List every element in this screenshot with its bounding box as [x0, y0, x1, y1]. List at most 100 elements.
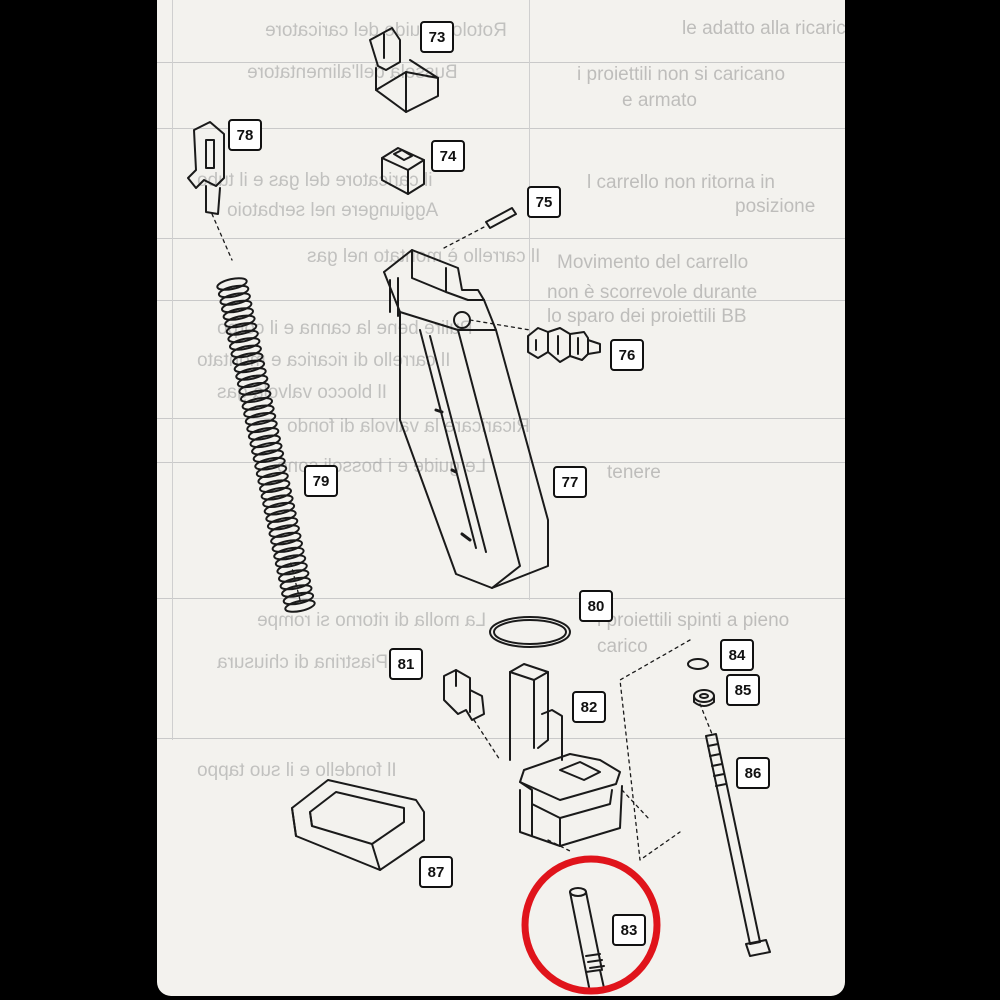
spring-coil	[232, 352, 264, 366]
part-label-81: 81	[389, 648, 423, 680]
part-number: 75	[536, 194, 553, 211]
spring-coil	[258, 479, 291, 494]
part-85-drawing	[693, 689, 715, 707]
spring-coil	[224, 314, 256, 329]
part-83-drawing	[569, 887, 605, 993]
spring-coil	[220, 299, 253, 314]
spring-coil	[277, 569, 310, 583]
part-80-drawing	[489, 616, 571, 648]
part-number: 83	[621, 922, 638, 939]
spring-coil	[260, 486, 293, 501]
part-73-drawing	[369, 27, 439, 113]
spring-coil	[257, 471, 289, 486]
spring-coil	[251, 441, 283, 456]
spring-coil	[244, 411, 277, 426]
ghost-line: tenere	[607, 462, 661, 483]
part-number: 74	[440, 148, 457, 165]
spring-coil	[216, 277, 248, 291]
spring-coil	[233, 359, 266, 374]
part-label-86: 86	[736, 757, 770, 789]
part-75-drawing	[443, 207, 517, 249]
spring-coil	[247, 426, 280, 441]
spring-coil	[255, 464, 288, 479]
ghost-line: posizione	[735, 196, 816, 217]
part-number: 85	[735, 682, 752, 699]
spring-coil	[276, 561, 308, 576]
part-number: 73	[429, 29, 446, 46]
part-86-drawing	[705, 733, 771, 957]
part-79-drawing	[216, 277, 316, 613]
part-number: 81	[398, 656, 415, 673]
spring-coil	[219, 292, 251, 306]
part-number: 77	[562, 474, 579, 491]
part-number: 84	[729, 647, 746, 664]
part-label-84: 84	[720, 639, 754, 671]
ghost-line: carico	[597, 636, 648, 657]
spring-coil	[271, 539, 304, 553]
part-number: 76	[619, 347, 636, 364]
part-number: 87	[428, 864, 445, 881]
part-label-80: 80	[579, 590, 613, 622]
show-through-text: Rotolo e guide del caricatore Bussola de…	[157, 0, 845, 996]
spring-coil	[217, 284, 250, 299]
part-label-87: 87	[419, 856, 453, 888]
spring-coil	[227, 329, 259, 344]
part-labels: 73 74 75 76 77 78 79 80 81 82 83 84 85 86 87	[228, 21, 770, 946]
ghost-line: e armato	[622, 90, 697, 111]
spring-coil	[235, 367, 267, 381]
ghost-line: l carrello non ritorna in	[587, 172, 775, 193]
spring-coil	[243, 404, 275, 419]
part-74-drawing	[381, 147, 425, 195]
part-number: 80	[588, 598, 605, 615]
part-label-75: 75	[527, 186, 561, 218]
part-label-76: 76	[610, 339, 644, 371]
part-number: 86	[745, 765, 762, 782]
spring-coil	[281, 584, 313, 598]
spring-coil	[238, 381, 270, 396]
part-label-85: 85	[726, 674, 760, 706]
spring-coil	[263, 501, 296, 516]
ghost-line: non è scorrevole durante	[547, 282, 758, 303]
part-label-77: 77	[553, 466, 587, 498]
spring-coil	[228, 337, 261, 351]
part-label-83: 83	[612, 914, 646, 946]
part-number: 79	[313, 473, 330, 490]
spring-coil	[273, 546, 305, 561]
part-number: 78	[237, 127, 254, 144]
part-label-74: 74	[431, 140, 465, 172]
spring-coil	[225, 322, 258, 336]
part-label-82: 82	[572, 691, 606, 723]
part-76-drawing	[527, 327, 601, 363]
spring-coil	[274, 554, 307, 568]
spring-coil	[241, 396, 274, 411]
spring-coil	[222, 307, 255, 321]
spring-coil	[270, 531, 302, 546]
spring-coil	[282, 591, 315, 606]
part-81-drawing	[443, 669, 501, 761]
spring-coil	[246, 419, 278, 434]
ghost-line: i proiettili spinti a pieno	[597, 610, 790, 631]
spring-coil	[252, 449, 285, 464]
spring-coil	[236, 374, 269, 389]
part-77-drawing	[383, 249, 549, 589]
part-84-drawing	[687, 658, 709, 670]
ghost-line: le adatto alla ricarica della	[682, 18, 845, 39]
part-78-drawing	[187, 121, 233, 261]
spring-coil	[254, 456, 286, 471]
ghost-line: lo sparo dei proiettili BB	[547, 306, 747, 327]
part-label-79: 79	[304, 465, 338, 497]
spring-coil	[262, 494, 294, 509]
part-87-drawing	[291, 779, 425, 871]
ghost-line: i proiettili non si caricano	[577, 64, 786, 85]
part-82-drawing	[509, 639, 691, 861]
spring-coil	[239, 389, 272, 404]
spring-coil	[230, 344, 262, 359]
spring-coil	[249, 434, 281, 449]
spring-coil	[265, 509, 297, 523]
spring-coil	[266, 516, 299, 531]
spring-coil	[268, 524, 300, 538]
spring-coil	[284, 599, 316, 613]
part-label-78: 78	[228, 119, 262, 151]
highlight-circle	[521, 855, 661, 995]
